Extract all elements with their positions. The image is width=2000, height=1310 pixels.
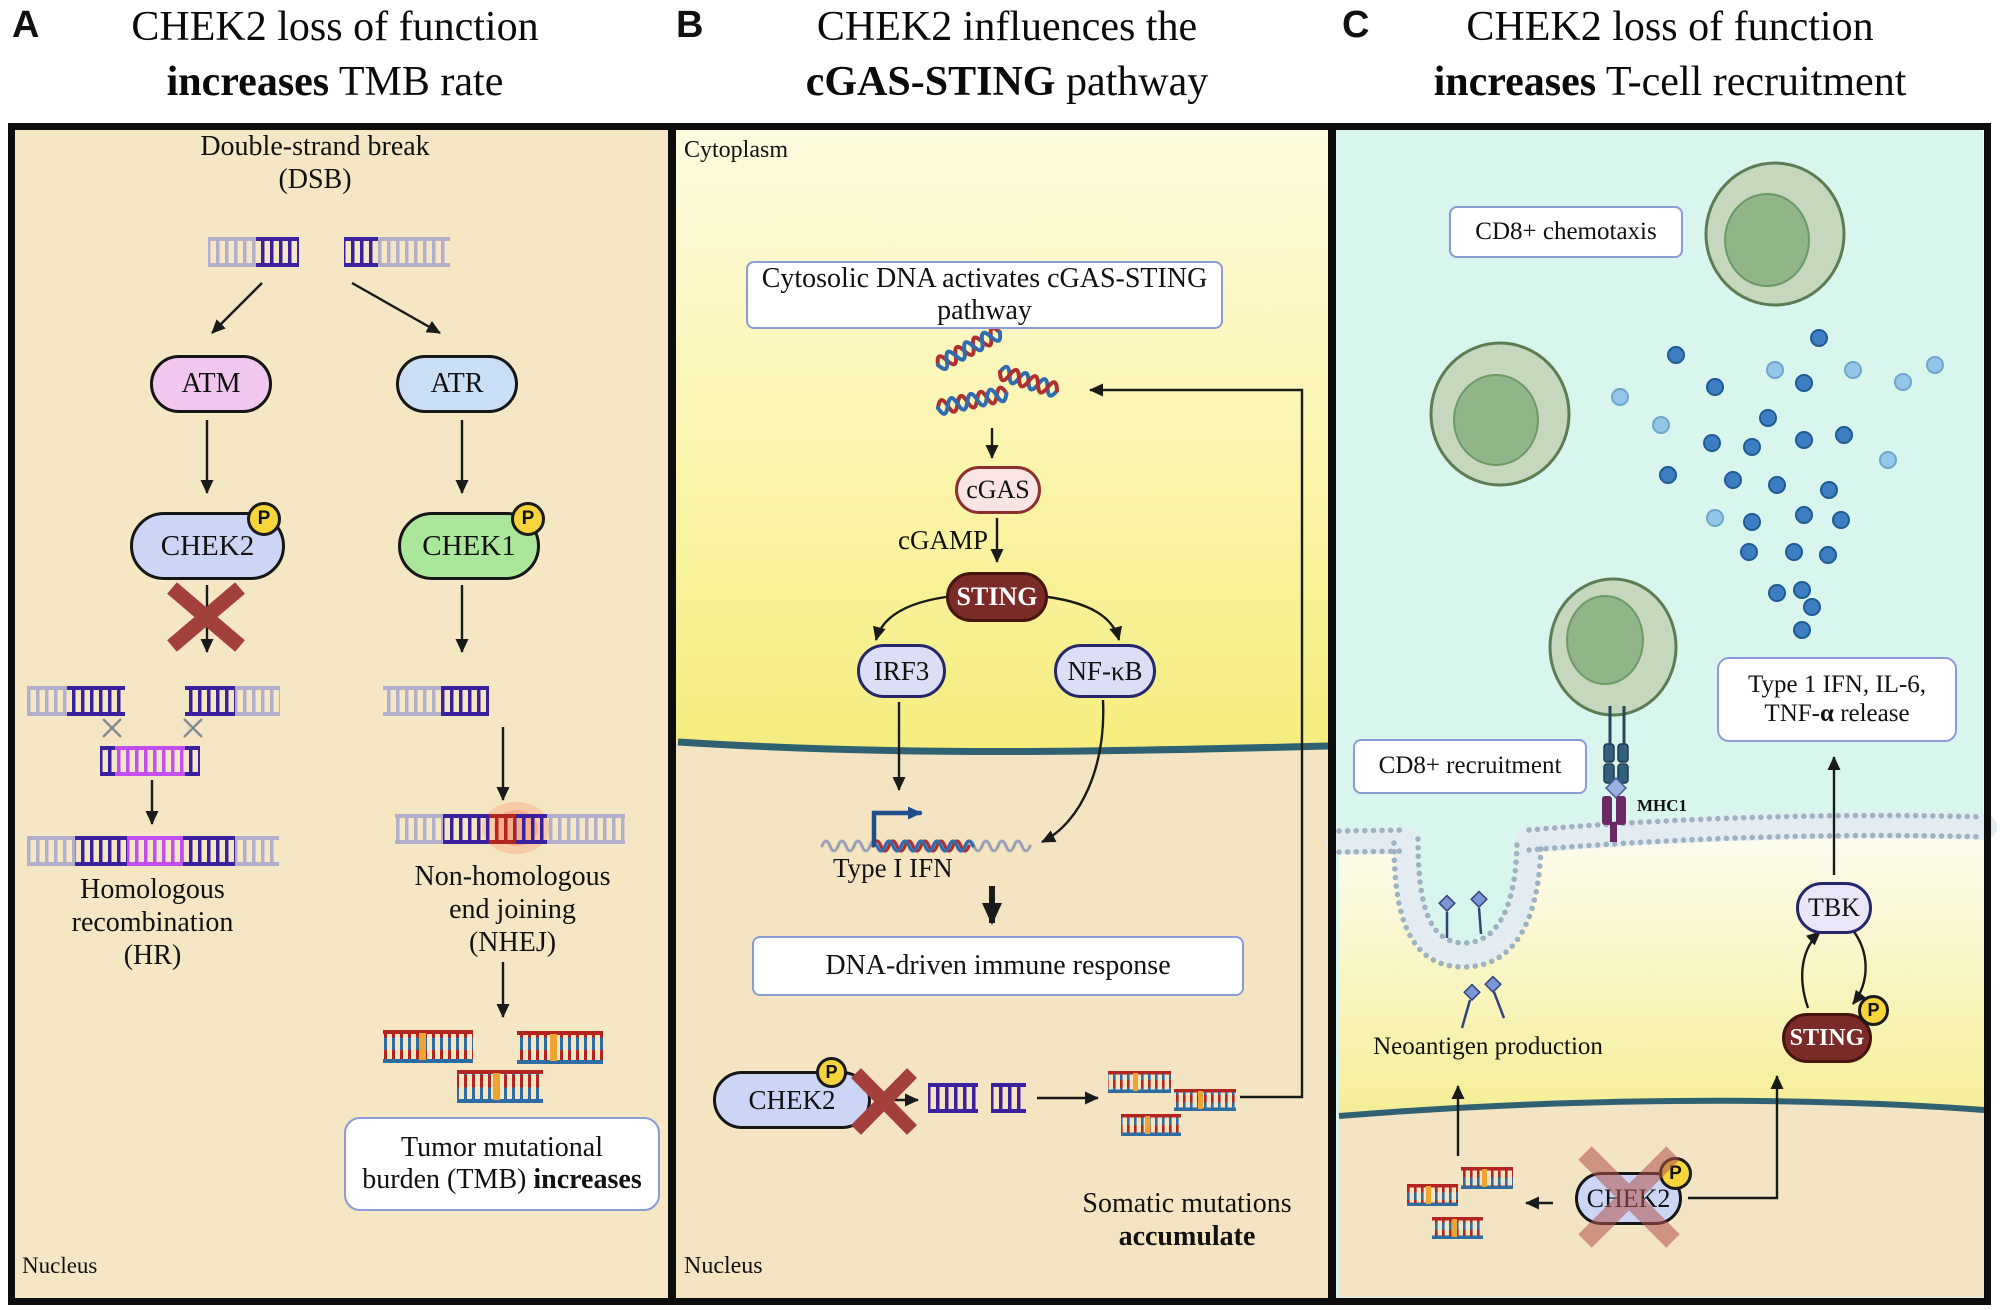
tmb-bold-text: increases xyxy=(533,1164,642,1195)
type1-ifn-label: Type I IFN xyxy=(833,853,953,883)
figure-border xyxy=(8,123,1991,1305)
panel-a-title-bold: increases xyxy=(166,58,330,105)
release-line2: TNF-α release xyxy=(1764,700,1909,729)
phospho-badge: P xyxy=(511,502,545,536)
release-line1: Type 1 IFN, IL-6, xyxy=(1747,670,1927,698)
hr-label: Homologous recombination (HR) xyxy=(71,874,234,972)
panel-c-title-rest: T-cell recruitment xyxy=(1596,58,1907,105)
release-tnf: TNF- xyxy=(1764,699,1820,727)
nhej-label: Non-homologous end joining (NHEJ) xyxy=(414,861,611,959)
panel-a-letter: A xyxy=(12,4,40,46)
cd8-chemotaxis-box: CD8+ chemotaxis xyxy=(1449,206,1683,258)
cytokine-release-box: Type 1 IFN, IL-6, TNF-α release xyxy=(1717,657,1957,742)
cd8-chemotaxis-text: CD8+ chemotaxis xyxy=(1475,217,1657,245)
chek1-node: CHEK1 xyxy=(398,512,540,580)
cd8-recruitment-box: CD8+ recruitment xyxy=(1353,739,1587,794)
panel-b-letter: B xyxy=(676,4,704,46)
panel-c-title: CHEK2 loss of function increases T-cell … xyxy=(1400,0,1940,109)
tmb-text: Tumor mutational burden (TMB) xyxy=(362,1131,603,1195)
phospho-badge: P xyxy=(816,1057,847,1088)
panel-c-title-bold: increases xyxy=(1433,58,1597,105)
panel-c-letter: C xyxy=(1342,4,1370,46)
phospho-badge: P xyxy=(247,502,281,536)
somatic-text: Somatic mutations xyxy=(1082,1188,1292,1220)
dsb-label: Double-strand break (DSB) xyxy=(200,131,430,196)
cd8-recruitment-text: CD8+ recruitment xyxy=(1378,752,1562,780)
panel-a-title-line1: CHEK2 loss of function xyxy=(131,4,539,50)
panel-b-title-rest: pathway xyxy=(1055,58,1209,105)
panel-a-title: CHEK2 loss of function increases TMB rat… xyxy=(100,0,570,109)
chek1-label: CHEK1 xyxy=(422,529,516,562)
atm-node: ATM xyxy=(150,355,272,413)
nucleus-label-a: Nucleus xyxy=(22,1253,98,1278)
release-alpha: α xyxy=(1819,699,1834,727)
panel-b-title-line1: CHEK2 influences the xyxy=(816,4,1198,50)
tmb-increases-box: Tumor mutational burden (TMB) increases xyxy=(344,1117,660,1211)
panel-divider xyxy=(668,123,676,1305)
atr-label: ATR xyxy=(430,368,484,399)
nucleus-label-b: Nucleus xyxy=(684,1253,763,1279)
panel-b-title: CHEK2 influences the cGAS-STING pathway xyxy=(772,0,1242,109)
chek2-label: CHEK2 xyxy=(160,529,255,562)
somatic-mutations-label: Somatic mutations accumulate xyxy=(1070,1154,1304,1253)
release-rest: release xyxy=(1833,699,1910,727)
somatic-bold-text: accumulate xyxy=(1118,1221,1256,1253)
mhc1-label: MHC1 xyxy=(1637,796,1688,815)
atm-label: ATM xyxy=(181,368,241,399)
panel-c-title-line1: CHEK2 loss of function xyxy=(1466,4,1874,50)
atr-node: ATR xyxy=(396,355,518,413)
panel-divider xyxy=(1328,123,1336,1305)
panel-a-title-rest: TMB rate xyxy=(329,58,504,105)
chek2-label: CHEK2 xyxy=(748,1084,836,1115)
panel-b-title-bold: cGAS-STING xyxy=(805,58,1056,105)
